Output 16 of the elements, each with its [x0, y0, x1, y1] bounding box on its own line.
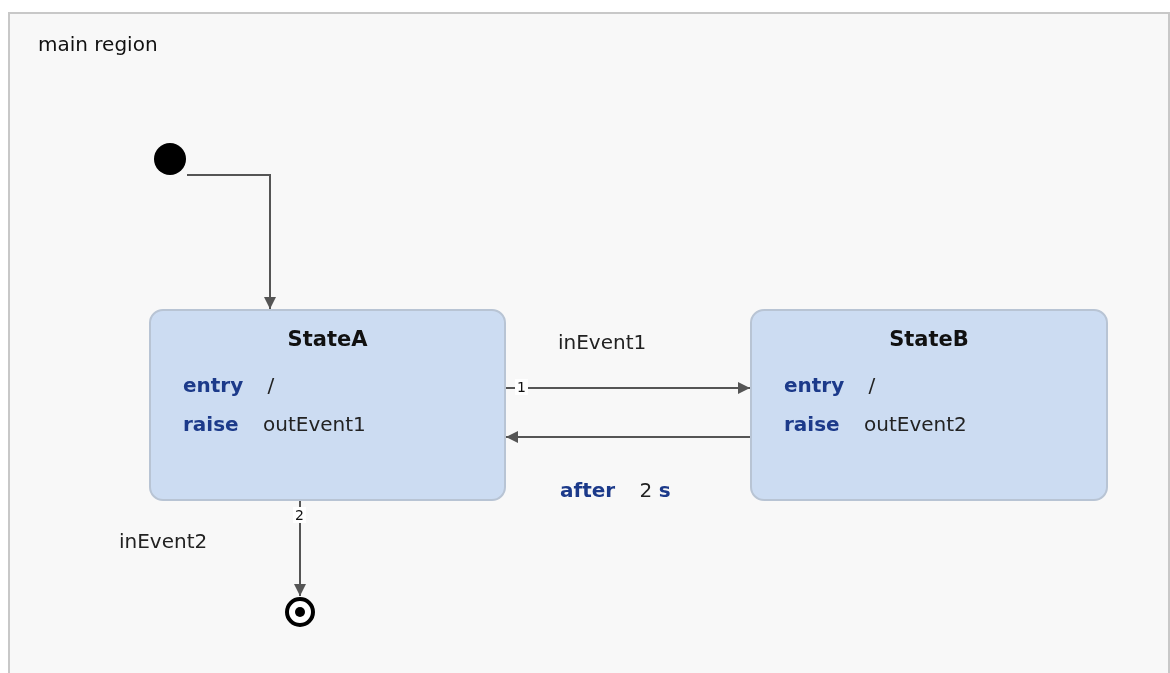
- transition-arrow: [505, 431, 751, 443]
- state-name: StateB: [888, 327, 970, 351]
- state-name: StateA: [286, 327, 369, 351]
- transition-arrow: [505, 382, 751, 394]
- state-action: raise outEvent2: [784, 412, 967, 436]
- state-action: entry /: [183, 373, 275, 397]
- transition-arrow: [186, 174, 276, 310]
- state-action: raise outEvent1: [183, 412, 366, 436]
- state-action: entry /: [784, 373, 876, 397]
- priority-number: 2: [293, 507, 306, 523]
- region-title: main region: [38, 32, 158, 56]
- state-box: [750, 309, 1108, 501]
- region-frame: [8, 12, 1170, 673]
- state-box: [149, 309, 506, 501]
- transition-arrow: [294, 500, 306, 597]
- priority-number: 1: [515, 379, 528, 395]
